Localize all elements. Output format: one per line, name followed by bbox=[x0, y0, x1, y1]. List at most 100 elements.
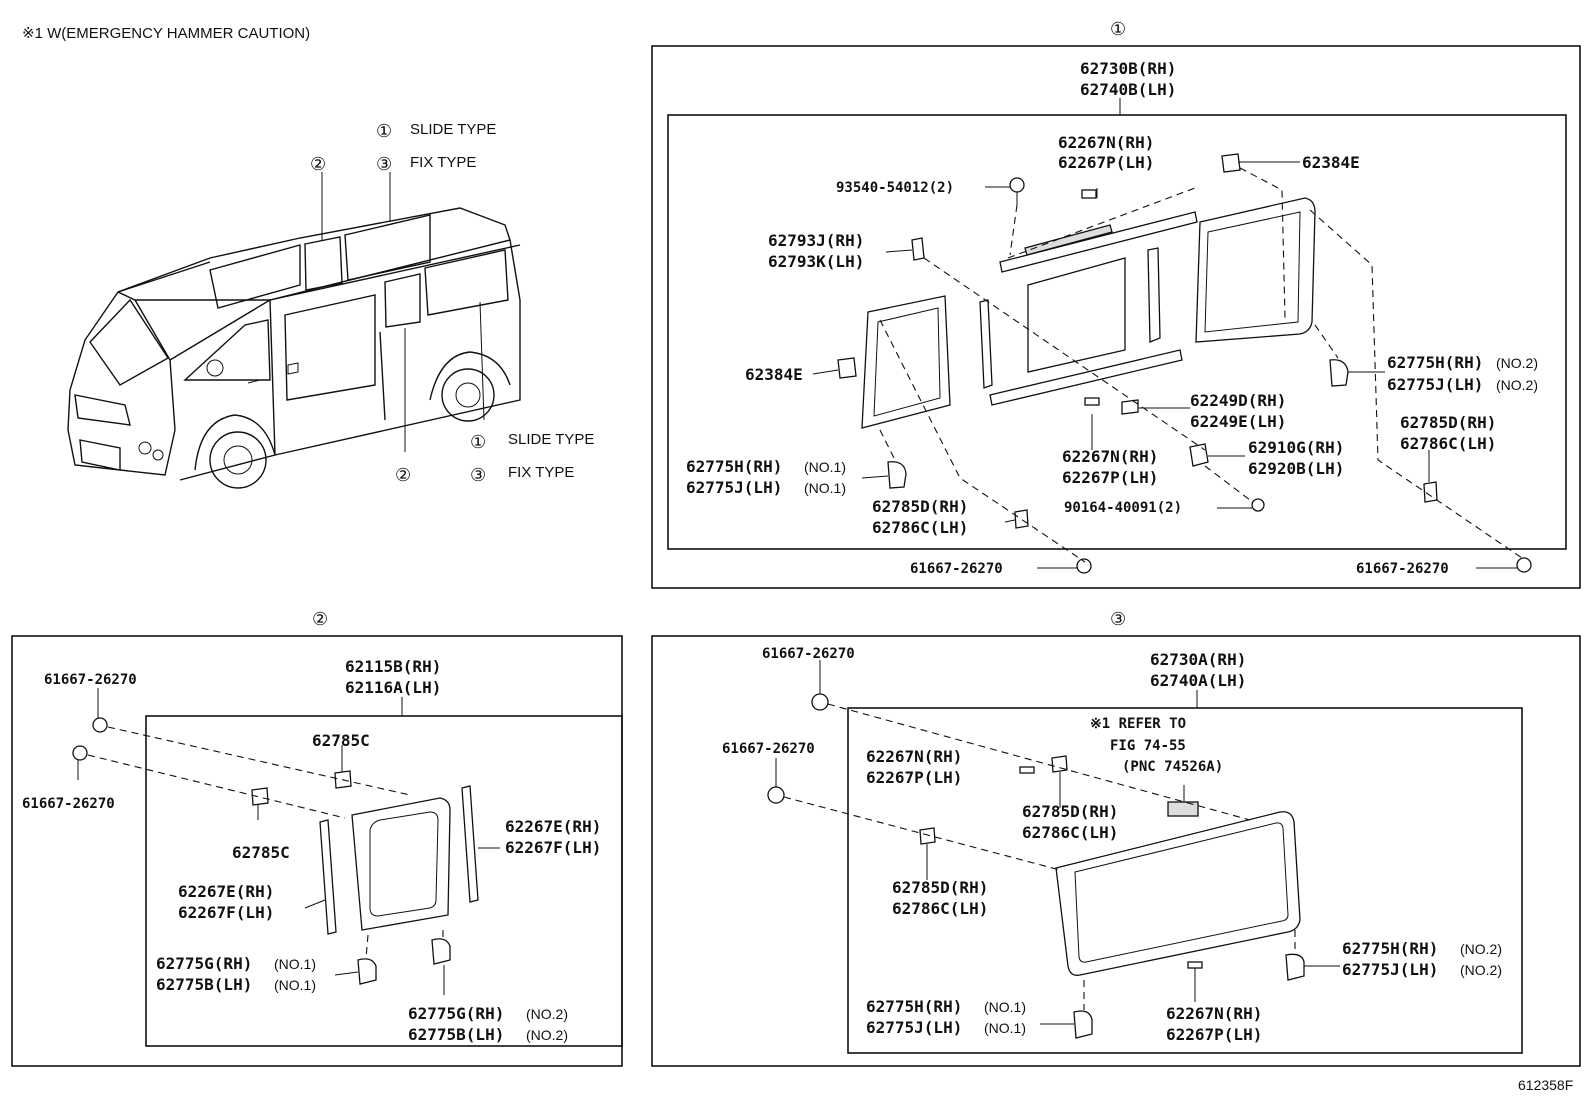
clip-62785c-b bbox=[251, 787, 269, 806]
s3-61667-a: 61667-26270 bbox=[762, 646, 855, 662]
seal-62384e-left bbox=[837, 357, 857, 379]
overview-mark-3-top: ③ bbox=[376, 154, 392, 174]
overview-fix-type-top: FIX TYPE bbox=[410, 154, 476, 171]
caution-label bbox=[1167, 801, 1199, 817]
stopper-62775g-no1 bbox=[357, 958, 377, 985]
overview-slide-type-top: SLIDE TYPE bbox=[410, 121, 496, 138]
pin-61667-a bbox=[811, 693, 829, 711]
section-1-mark: ① bbox=[1110, 19, 1126, 39]
s1-assy-lh: 62740B(LH) bbox=[1080, 80, 1176, 99]
s1-62793k-lh: 62793K(LH) bbox=[768, 252, 864, 271]
s1-62786c-lh-left: 62786C(LH) bbox=[872, 518, 968, 537]
s3-62775j-lh-no1: 62775J(LH) bbox=[866, 1018, 962, 1037]
pin-61667-right bbox=[1516, 557, 1532, 573]
clip-62267n-top bbox=[1081, 189, 1097, 199]
s3-no1-b: (NO.1) bbox=[984, 1020, 1026, 1036]
s3-62785d-rh-a: 62785D(RH) bbox=[1022, 802, 1118, 821]
s3-62775j-lh-no2: 62775J(LH) bbox=[1342, 960, 1438, 979]
s1-no2-b: (NO.2) bbox=[1496, 377, 1538, 393]
s1-62267n-rh-top: 62267N(RH) bbox=[1058, 133, 1154, 152]
section-3-inner-frame bbox=[847, 707, 1523, 1054]
left-sash bbox=[979, 299, 993, 389]
s3-62775h-rh-no1: 62775H(RH) bbox=[866, 997, 962, 1016]
section-3-outer-frame bbox=[651, 635, 1581, 1067]
section-2-mark: ② bbox=[312, 609, 328, 629]
s3-assy-rh: 62730A(RH) bbox=[1150, 650, 1246, 669]
stopper-62775g-no2 bbox=[431, 938, 451, 965]
caution-note: ※1 W(EMERGENCY HAMMER CAUTION) bbox=[22, 25, 310, 42]
s2-62775b-lh-no1: 62775B(LH) bbox=[156, 975, 252, 994]
s1-62249d-rh: 62249D(RH) bbox=[1190, 391, 1286, 410]
seal-62384e-top bbox=[1221, 153, 1241, 173]
overview-mark-1-bottom: ① bbox=[470, 432, 486, 452]
s3-62785d-rh-b: 62785D(RH) bbox=[892, 878, 988, 897]
s3-62267p-lh-b: 62267P(LH) bbox=[1166, 1025, 1262, 1044]
s1-62249e-lh: 62249E(LH) bbox=[1190, 412, 1286, 431]
s2-no1-b: (NO.1) bbox=[274, 977, 316, 993]
s2-62775g-rh-no2: 62775G(RH) bbox=[408, 1004, 504, 1023]
clip-62785d-right bbox=[1423, 481, 1438, 503]
quarter-glass bbox=[351, 797, 451, 931]
s1-no1-a: (NO.1) bbox=[804, 459, 846, 475]
s3-assy-lh: 62740A(LH) bbox=[1150, 671, 1246, 690]
s1-62775j-lh-no2: 62775J(LH) bbox=[1387, 375, 1483, 394]
van-illustration bbox=[67, 172, 521, 489]
s1-no2-a: (NO.2) bbox=[1496, 355, 1538, 371]
section-1-inner-frame bbox=[667, 114, 1567, 550]
s2-62785c-b: 62785C bbox=[232, 843, 290, 862]
s2-61667-a: 61667-26270 bbox=[44, 672, 137, 688]
s3-refer-2: FIG 74-55 bbox=[1110, 738, 1186, 754]
s2-assy-lh: 62116A(LH) bbox=[345, 678, 441, 697]
screw-90164 bbox=[1251, 498, 1265, 512]
s2-62267e-rh-left: 62267E(RH) bbox=[178, 882, 274, 901]
s1-62775h-rh-no1: 62775H(RH) bbox=[686, 457, 782, 476]
s2-62785c-a: 62785C bbox=[312, 731, 370, 750]
section-2 bbox=[11, 635, 623, 1067]
s1-62920b-lh: 62920B(LH) bbox=[1248, 459, 1344, 478]
s1-no1-b: (NO.1) bbox=[804, 480, 846, 496]
clip-62267n-bottom bbox=[1084, 397, 1100, 406]
clip-62267n-a bbox=[1019, 766, 1035, 774]
overview-fix-type-bottom: FIX TYPE bbox=[508, 464, 574, 481]
s1-62775j-lh-no1: 62775J(LH) bbox=[686, 478, 782, 497]
fixed-window-glass bbox=[1055, 811, 1301, 976]
s3-62267p-lh-a: 62267P(LH) bbox=[866, 768, 962, 787]
pin-61667-left bbox=[1076, 558, 1092, 574]
s2-62775g-rh-no1: 62775G(RH) bbox=[156, 954, 252, 973]
s3-62267n-rh-a: 62267N(RH) bbox=[866, 747, 962, 766]
s1-62384e-left: 62384E bbox=[745, 365, 803, 384]
lower-rail bbox=[989, 349, 1183, 406]
s3-62267n-rh-b: 62267N(RH) bbox=[1166, 1004, 1262, 1023]
overview-slide-type-bottom: SLIDE TYPE bbox=[508, 431, 594, 448]
s2-no2-b: (NO.2) bbox=[526, 1027, 568, 1043]
s1-90164: 90164-40091(2) bbox=[1064, 500, 1182, 516]
pin-61667-a bbox=[92, 717, 108, 733]
s1-61667-left: 61667-26270 bbox=[910, 561, 1003, 577]
pin-61667-b bbox=[767, 786, 785, 804]
section-1-slide-type bbox=[651, 45, 1581, 589]
center-sash bbox=[1147, 247, 1161, 343]
clip-62785d-left bbox=[1014, 509, 1029, 529]
moulding-62267e-left bbox=[319, 819, 337, 935]
s1-93540: 93540-54012(2) bbox=[836, 180, 954, 196]
s1-assy-rh: 62730B(RH) bbox=[1080, 59, 1176, 78]
overview-mark-2-top: ② bbox=[310, 154, 326, 174]
section-2-inner-frame bbox=[145, 715, 623, 1047]
overview-mark-2-bottom: ② bbox=[395, 465, 411, 485]
stopper-62775h-no1 bbox=[887, 461, 907, 489]
clip-62785d-a bbox=[1051, 755, 1068, 773]
upper-rail bbox=[999, 211, 1198, 273]
overview-mark-3-bottom: ③ bbox=[470, 465, 486, 485]
latch-62910g bbox=[1189, 443, 1209, 467]
s2-61667-b: 61667-26270 bbox=[22, 796, 115, 812]
stopper-62775h-no2 bbox=[1285, 953, 1305, 981]
sliding-glass bbox=[1027, 257, 1126, 373]
s1-61667-right: 61667-26270 bbox=[1356, 561, 1449, 577]
s3-refer-3: (PNC 74526A) bbox=[1122, 759, 1223, 775]
overview-mark-1-top: ① bbox=[376, 121, 392, 141]
s2-62775b-lh-no2: 62775B(LH) bbox=[408, 1025, 504, 1044]
s1-62267p-lh-bottom: 62267P(LH) bbox=[1062, 468, 1158, 487]
s3-62786c-lh-a: 62786C(LH) bbox=[1022, 823, 1118, 842]
s2-62267e-rh-right: 62267E(RH) bbox=[505, 817, 601, 836]
